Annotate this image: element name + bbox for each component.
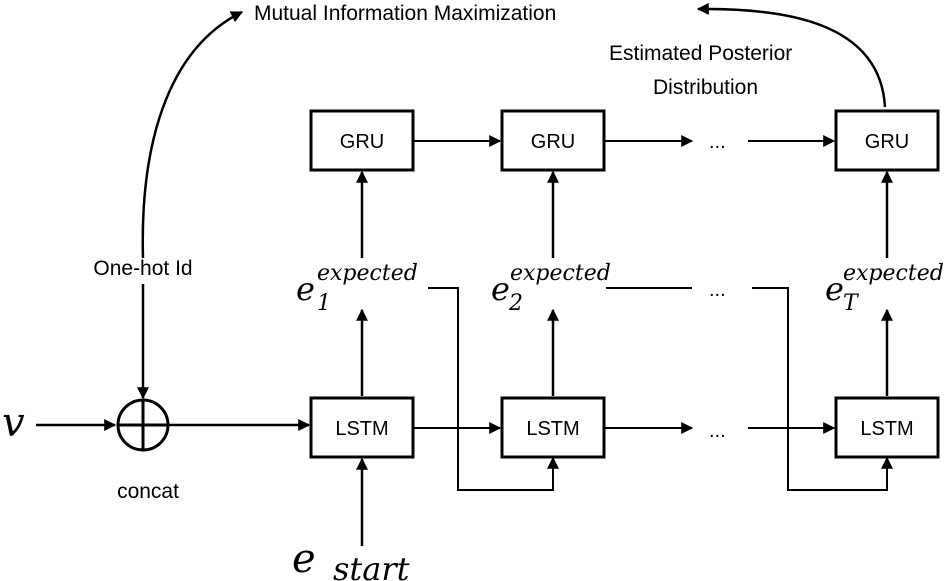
e2-expected-label: e 2 expected (491, 261, 611, 316)
posterior-label-line1: Estimated Posterior (609, 42, 792, 65)
posterior-label-line2: Distribution (653, 76, 758, 99)
svg-text:T: T (843, 291, 860, 316)
e-ellipsis: ... (709, 279, 726, 301)
input-v-symbol: v (2, 400, 25, 446)
gru-box-2 (500, 109, 606, 172)
mutual-information-title: Mutual Information Maximization (254, 2, 556, 25)
lstm-label-1: LSTM (335, 418, 388, 440)
e1-feed-connector (428, 287, 559, 491)
start-token-label: e _start_ (292, 536, 426, 581)
lstm-label-2: LSTM (526, 418, 579, 440)
svg-text:1: 1 (317, 291, 331, 316)
gru-ellipsis: ... (709, 131, 726, 153)
svg-text:_start_: _start_ (317, 550, 426, 581)
svg-text:e: e (491, 270, 510, 308)
svg-text:e: e (825, 270, 844, 308)
lstm-ellipsis: ... (709, 420, 726, 442)
svg-text:2: 2 (508, 291, 523, 316)
svg-text:e: e (296, 270, 315, 308)
concat-plus-icon (116, 398, 170, 452)
svg-text:expected: expected (843, 261, 944, 286)
lstm-box-2 (500, 396, 606, 459)
svg-text:expected: expected (510, 261, 611, 286)
lstm-box-1 (309, 396, 415, 459)
gru-label-2: GRU (531, 131, 575, 153)
e1-expected-label: e 1 expected (296, 261, 418, 316)
eT-expected-label: e T expected (825, 261, 944, 316)
curve-onehot-to-title (141, 10, 244, 259)
onehot-id-label: One-hot Id (93, 257, 192, 280)
gru-label-1: GRU (340, 131, 384, 153)
gru-box-T (834, 109, 940, 172)
lstm-box-T (834, 396, 940, 459)
lstm-label-T: LSTM (860, 418, 913, 440)
svg-text:expected: expected (317, 261, 418, 286)
svg-text:e: e (292, 536, 316, 581)
gru-label-T: GRU (865, 131, 909, 153)
concat-label: concat (117, 480, 179, 503)
curve-gru-to-title (696, 2, 887, 108)
eT-prev-feed-connector (752, 287, 893, 491)
